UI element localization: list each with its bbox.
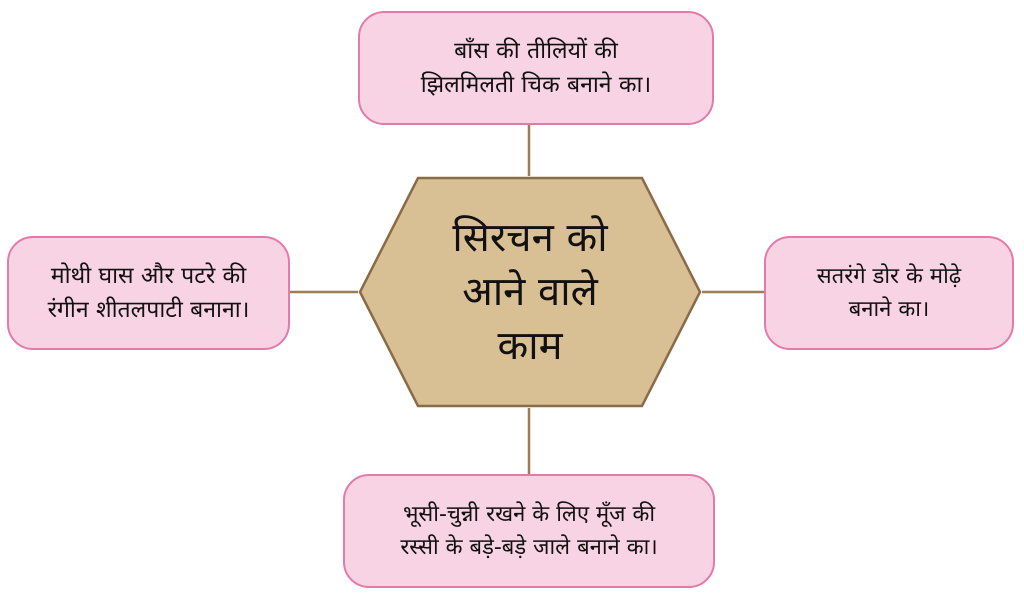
center-hexagon-shape bbox=[358, 176, 702, 408]
node-left-line-2: रंगीन शीतलपाटी बनाना। bbox=[47, 297, 250, 323]
node-left-text: मोथी घास और पटरे की रंगीन शीतलपाटी बनाना… bbox=[48, 259, 250, 328]
center-title: सिरचन को आने वाले काम bbox=[400, 190, 660, 394]
node-top-line-2: झिलमिलती चिक बनाने का। bbox=[420, 72, 652, 98]
node-moonj-jaale: भूसी-चुन्नी रखने के लिए मूँज की रस्सी के… bbox=[343, 474, 715, 588]
node-right-line-2: बनाने का। bbox=[848, 297, 930, 322]
node-right-line-1: सतरंगे डोर के मोढ़े bbox=[816, 264, 962, 289]
node-sheetalpati: मोथी घास और पटरे की रंगीन शीतलपाटी बनाना… bbox=[7, 236, 290, 350]
center-title-line-2: आने वाले bbox=[462, 269, 598, 315]
node-top-line-1: बाँस की तीलियों की bbox=[454, 37, 618, 64]
node-bottom-line-1: भूसी-चुन्नी रखने के लिए मूँज की bbox=[402, 502, 656, 527]
node-right-text: सतरंगे डोर के मोढ़े बनाने का। bbox=[817, 260, 961, 326]
node-left-line-1: मोथी घास और पटरे की bbox=[50, 262, 247, 289]
node-bottom-text: भूसी-चुन्नी रखने के लिए मूँज की रस्सी के… bbox=[400, 498, 657, 564]
center-title-line-3: काम bbox=[497, 323, 563, 369]
node-bamboo-chik: बाँस की तीलियों की झिलमिलती चिक बनाने का… bbox=[358, 11, 714, 125]
node-satrange-modhe: सतरंगे डोर के मोढ़े बनाने का। bbox=[764, 236, 1014, 350]
node-bottom-line-2: रस्सी के बड़े-बड़े जाले बनाने का। bbox=[400, 535, 658, 560]
center-title-line-1: सिरचन को bbox=[452, 215, 608, 261]
center-hexagon bbox=[358, 176, 702, 408]
node-top-text: बाँस की तीलियों की झिलमिलती चिक बनाने का… bbox=[421, 34, 651, 103]
